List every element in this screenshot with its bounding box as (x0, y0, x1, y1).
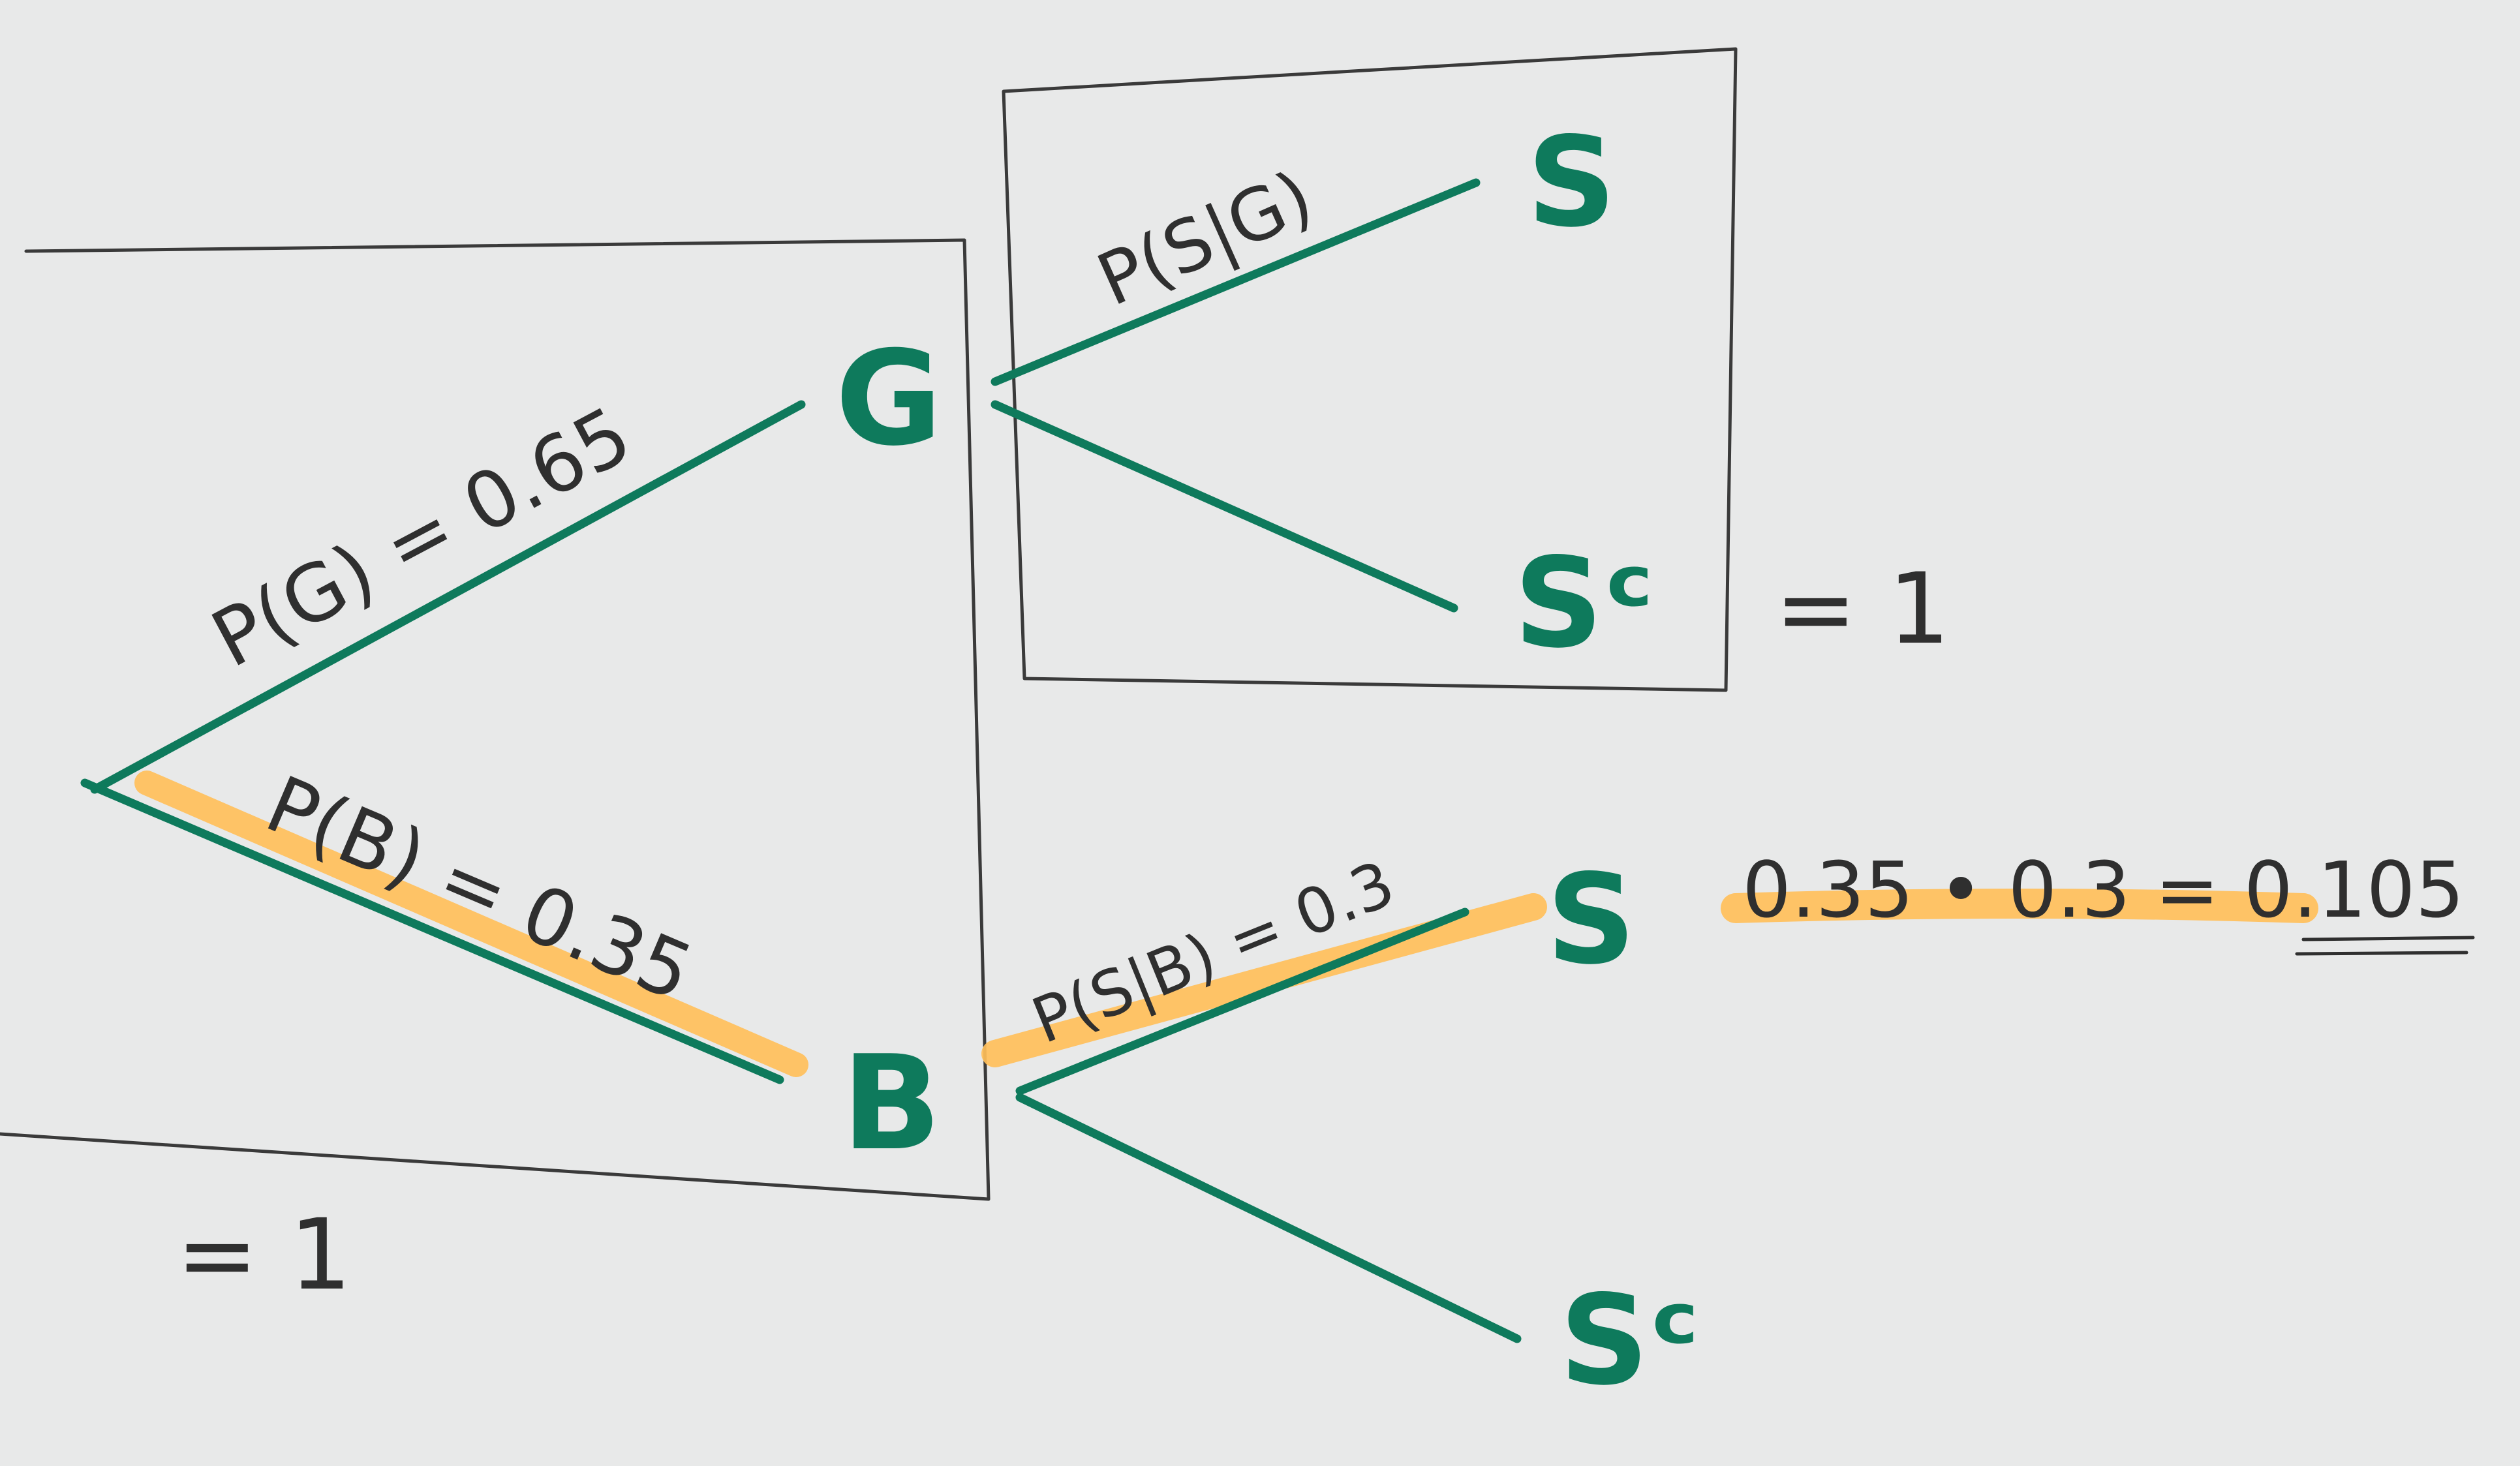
node-success-after-bad: S (1546, 848, 1636, 992)
node-failure-after-bad: Sᶜ (1560, 1268, 1700, 1413)
highlight-s-given-b-branch (981, 893, 1547, 1067)
branch-root-to-bad (80, 778, 784, 1084)
first-stage-box (0, 238, 991, 1201)
node-failure-after-good: Sᶜ (1514, 531, 1654, 675)
branch-good-to-success (991, 178, 1481, 386)
branch-bad-to-failure (1015, 1093, 1522, 1343)
result-underline-1 (2301, 936, 2475, 941)
branch-bad-to-success (1015, 908, 1469, 1095)
node-good: G (835, 323, 942, 475)
highlight-strokes (134, 771, 2318, 1077)
highlight-bad-branch (134, 771, 808, 1077)
tree-branches (80, 178, 1522, 1343)
sum-first-stage: = 1 (176, 1199, 352, 1312)
branch-root-to-good (90, 400, 806, 794)
result-expression: 0.35 • 0.3 = 0.105 (1742, 845, 2465, 935)
node-success-after-good: S (1527, 110, 1616, 254)
highlight-result (1721, 889, 2318, 923)
result-underline-2 (2295, 951, 2468, 956)
second-stage-box (1002, 47, 1738, 692)
sum-second-stage: = 1 (1775, 553, 1950, 666)
node-bad: B (842, 1028, 941, 1180)
branch-good-to-failure (991, 400, 1458, 613)
